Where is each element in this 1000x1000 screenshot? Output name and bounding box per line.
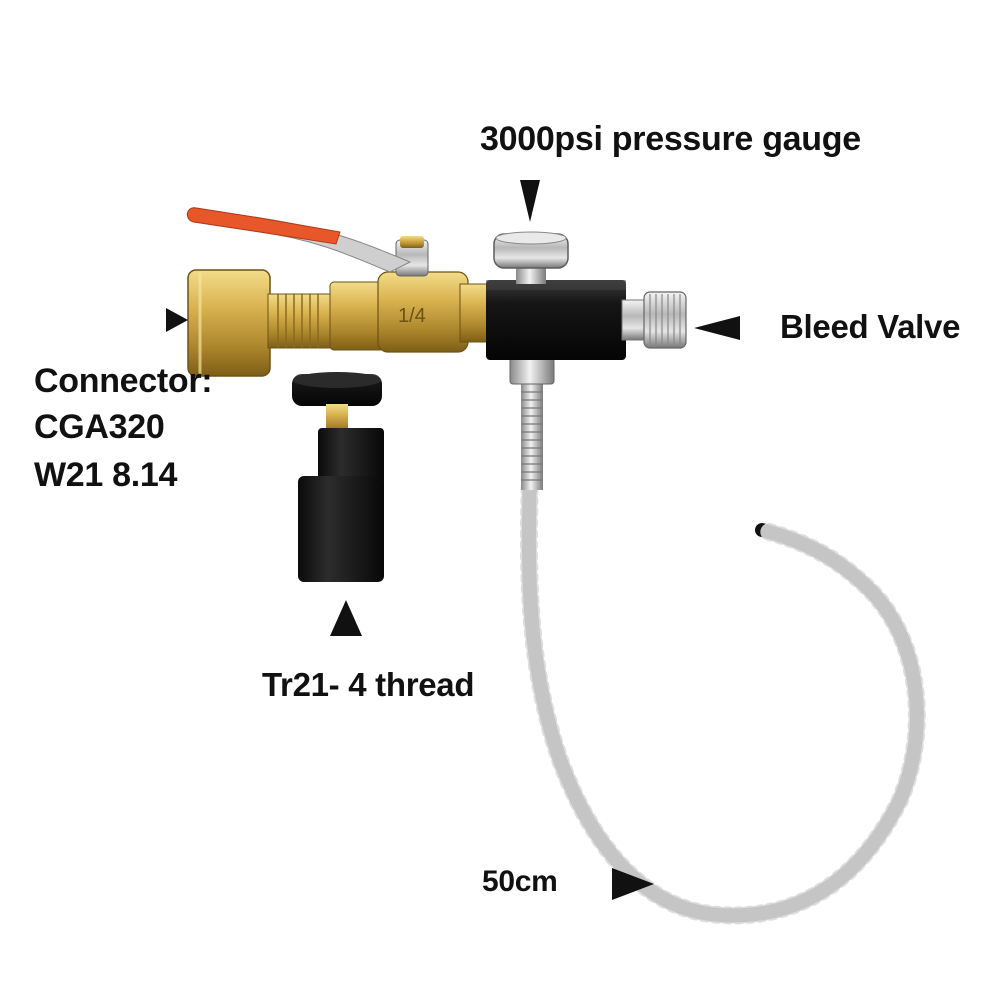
arrow-bleed	[694, 316, 740, 340]
coiled-hose	[509, 357, 926, 925]
bleed-valve	[621, 291, 687, 349]
brass-connector	[187, 269, 385, 377]
pointer-arrows	[166, 180, 740, 900]
arrow-thread	[330, 600, 362, 636]
pressure-gauge-label: 3000psi pressure gauge	[480, 120, 861, 158]
tr21-adapter	[292, 372, 384, 582]
thread-label: Tr21- 4 thread	[262, 666, 475, 703]
ball-valve: 1/4	[187, 207, 491, 353]
connector-label-line2: CGA320	[34, 408, 165, 446]
arrow-gauge	[520, 180, 540, 222]
connector-label-line1: Connector:	[34, 362, 213, 400]
bleed-valve-label: Bleed Valve	[780, 308, 961, 345]
pressure-gauge	[493, 231, 569, 284]
arrow-connector	[166, 308, 188, 332]
svg-text:1/4: 1/4	[398, 305, 426, 327]
hose-length-label: 50cm	[482, 865, 558, 898]
fill-block	[486, 280, 626, 360]
arrow-hose-length	[612, 868, 654, 900]
connector-label-line3: W21 8.14	[34, 456, 178, 494]
